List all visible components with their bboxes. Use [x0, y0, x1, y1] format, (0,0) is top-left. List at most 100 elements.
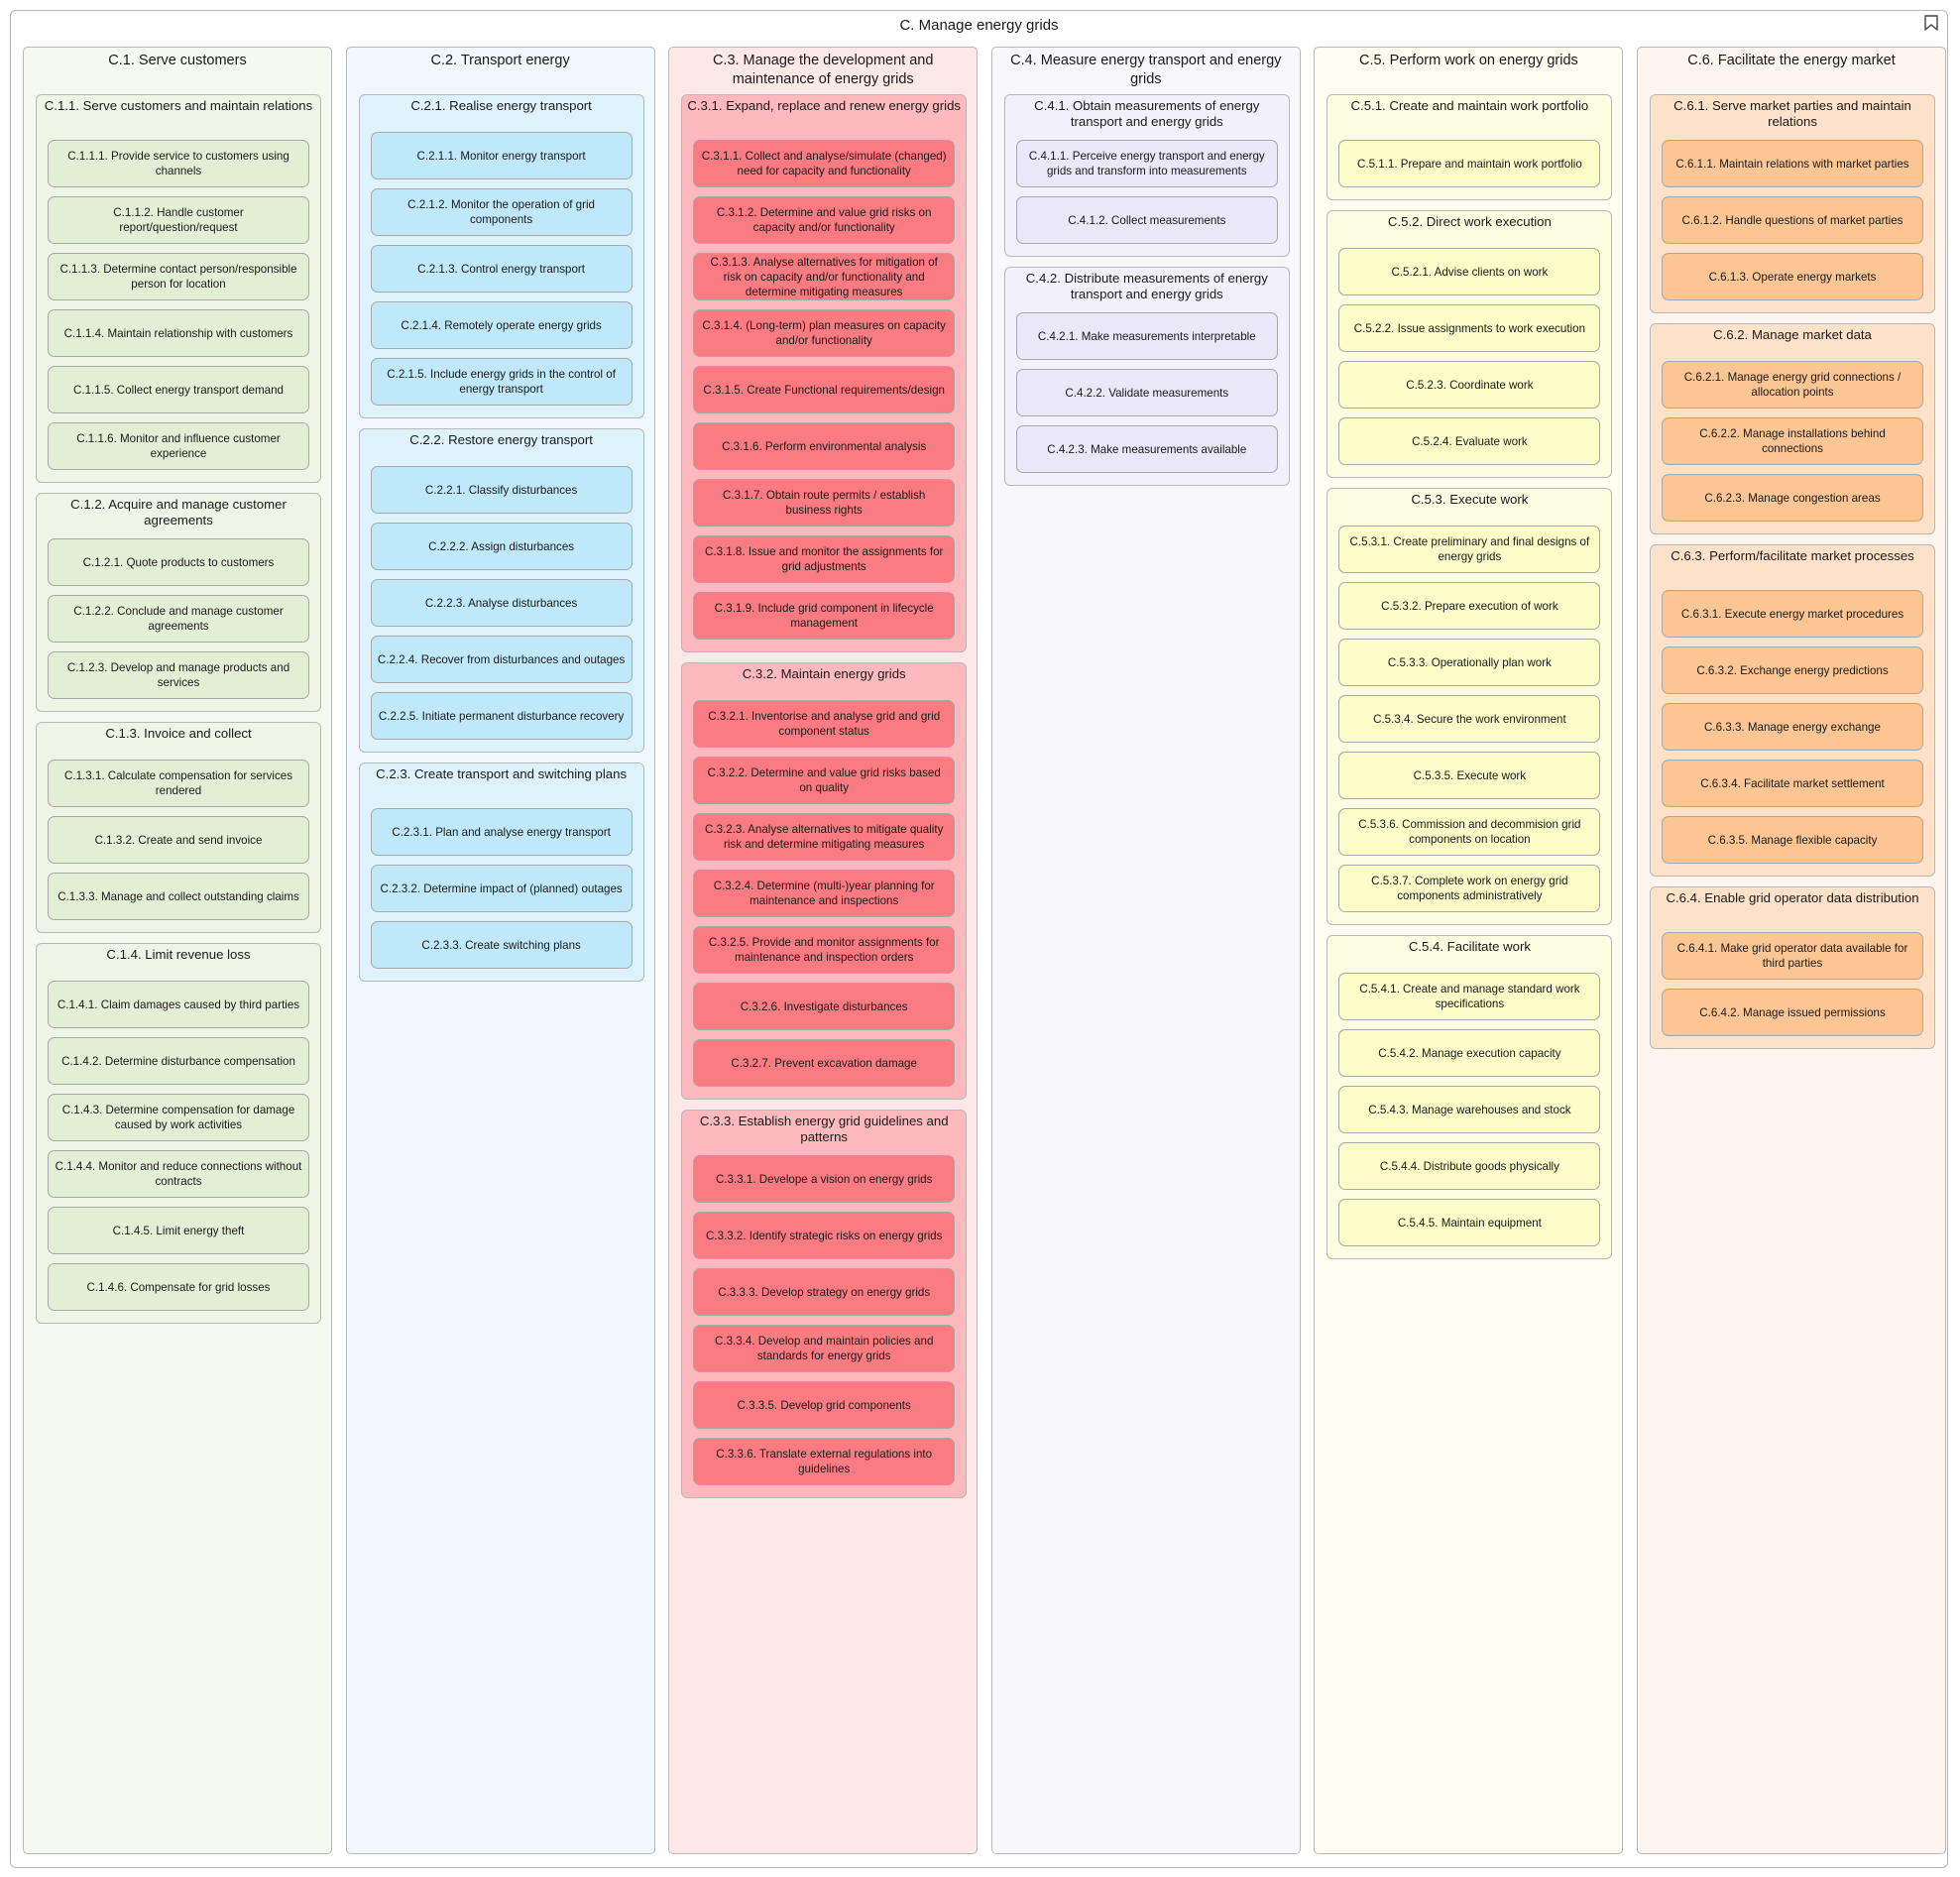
capability-box[interactable]: C.2.1.3. Control energy transport — [370, 245, 633, 293]
group-title: C.5.4. Facilitate work — [1408, 939, 1531, 954]
capability-box[interactable]: C.3.1.9. Include grid component in lifec… — [693, 592, 956, 640]
capability-box[interactable]: C.3.1.5. Create Functional requirements/… — [693, 366, 956, 413]
capability-box[interactable]: C.6.3.2. Exchange energy predictions — [1662, 646, 1923, 694]
capability-box[interactable]: C.3.3.4. Develop and maintain policies a… — [693, 1325, 956, 1372]
capability-box[interactable]: C.2.1.5. Include energy grids in the con… — [370, 358, 633, 406]
capability-box[interactable]: C.4.2.3. Make measurements available — [1015, 425, 1278, 473]
capability-box[interactable]: C.4.1.2. Collect measurements — [1015, 196, 1278, 244]
capability-box[interactable]: C.1.4.5. Limit energy theft — [48, 1207, 309, 1254]
capability-box[interactable]: C.5.4.3. Manage warehouses and stock — [1338, 1086, 1601, 1133]
capability-box[interactable]: C.5.3.6. Commission and decommision grid… — [1338, 808, 1601, 856]
capability-box[interactable]: C.3.1.2. Determine and value grid risks … — [693, 196, 956, 244]
capability-box[interactable]: C.3.2.5. Provide and monitor assignments… — [693, 926, 956, 974]
capability-box[interactable]: C.6.1.3. Operate energy markets — [1662, 253, 1923, 300]
capability-box[interactable]: C.1.1.3. Determine contact person/respon… — [48, 253, 309, 300]
capability-box[interactable]: C.2.2.3. Analyse disturbances — [370, 579, 633, 627]
capability-box[interactable]: C.1.3.2. Create and send invoice — [48, 816, 309, 864]
capability-box[interactable]: C.2.3.1. Plan and analyse energy transpo… — [370, 808, 633, 856]
capability-box[interactable]: C.1.1.5. Collect energy transport demand — [48, 366, 309, 413]
capability-box[interactable]: C.1.3.1. Calculate compensation for serv… — [48, 760, 309, 807]
capability-box[interactable]: C.6.1.2. Handle questions of market part… — [1662, 196, 1923, 244]
capability-box[interactable]: C.5.4.1. Create and manage standard work… — [1338, 973, 1601, 1020]
group-c6-4: C.6.4. Enable grid operator data distrib… — [1650, 886, 1935, 1049]
diagram-title: C. Manage energy grids — [899, 17, 1059, 34]
capability-box[interactable]: C.3.1.1. Collect and analyse/simulate (c… — [693, 140, 956, 187]
capability-box[interactable]: C.6.2.1. Manage energy grid connections … — [1662, 361, 1923, 409]
diagram-frame: C. Manage energy grids C.1. Serve custom… — [10, 10, 1948, 1868]
capability-box[interactable]: C.3.2.7. Prevent excavation damage — [693, 1039, 956, 1087]
capability-box[interactable]: C.1.2.2. Conclude and manage customer ag… — [48, 595, 309, 643]
capability-box[interactable]: C.1.4.6. Compensate for grid losses — [48, 1263, 309, 1311]
capability-box[interactable]: C.4.1.1. Perceive energy transport and e… — [1015, 140, 1278, 187]
capability-box[interactable]: C.6.3.4. Facilitate market settlement — [1662, 760, 1923, 807]
capability-box[interactable]: C.2.1.2. Monitor the operation of grid c… — [370, 188, 633, 236]
capability-box[interactable]: C.6.4.2. Manage issued permissions — [1662, 989, 1923, 1036]
capability-box[interactable]: C.2.2.4. Recover from disturbances and o… — [370, 636, 633, 683]
capability-box[interactable]: C.5.3.3. Operationally plan work — [1338, 639, 1601, 686]
capability-box[interactable]: C.5.2.4. Evaluate work — [1338, 417, 1601, 465]
capability-box[interactable]: C.3.3.1. Develope a vision on energy gri… — [693, 1155, 956, 1203]
capability-box[interactable]: C.1.3.3. Manage and collect outstanding … — [48, 873, 309, 920]
capability-box[interactable]: C.1.1.4. Maintain relationship with cust… — [48, 309, 309, 357]
capability-box[interactable]: C.5.2.1. Advise clients on work — [1338, 248, 1601, 295]
capability-box[interactable]: C.3.2.6. Investigate disturbances — [693, 983, 956, 1030]
capability-box[interactable]: C.3.3.2. Identify strategic risks on ene… — [693, 1212, 956, 1259]
capability-box[interactable]: C.6.2.3. Manage congestion areas — [1662, 474, 1923, 522]
capability-box[interactable]: C.3.1.4. (Long-term) plan measures on ca… — [693, 309, 956, 357]
capability-box[interactable]: C.2.2.2. Assign disturbances — [370, 523, 633, 570]
capability-box[interactable]: C.6.4.1. Make grid operator data availab… — [1662, 932, 1923, 980]
capability-box[interactable]: C.5.1.1. Prepare and maintain work portf… — [1338, 140, 1601, 187]
capability-box[interactable]: C.1.4.1. Claim damages caused by third p… — [48, 981, 309, 1028]
capability-box[interactable]: C.2.1.4. Remotely operate energy grids — [370, 301, 633, 349]
capability-box[interactable]: C.1.4.2. Determine disturbance compensat… — [48, 1037, 309, 1085]
capability-box[interactable]: C.5.3.4. Secure the work environment — [1338, 695, 1601, 743]
capability-box[interactable]: C.3.3.5. Develop grid components — [693, 1381, 956, 1429]
capability-box[interactable]: C.5.4.5. Maintain equipment — [1338, 1199, 1601, 1246]
group-title: C.1.2. Acquire and manage customer agree… — [70, 497, 287, 528]
capability-box[interactable]: C.3.2.2. Determine and value grid risks … — [693, 757, 956, 804]
capability-box[interactable]: C.6.2.2. Manage installations behind con… — [1662, 417, 1923, 465]
capability-box[interactable]: C.5.3.1. Create preliminary and final de… — [1338, 526, 1601, 573]
capability-box[interactable]: C.3.1.6. Perform environmental analysis — [693, 422, 956, 470]
capability-box[interactable]: C.4.2.2. Validate measurements — [1015, 369, 1278, 416]
capability-box[interactable]: C.1.1.6. Monitor and influence customer … — [48, 422, 309, 470]
capability-box[interactable]: C.5.2.2. Issue assignments to work execu… — [1338, 304, 1601, 352]
capability-box[interactable]: C.5.4.4. Distribute goods physically — [1338, 1142, 1601, 1190]
capability-box[interactable]: C.2.3.3. Create switching plans — [370, 921, 633, 969]
capability-box[interactable]: C.3.2.1. Inventorise and analyse grid an… — [693, 700, 956, 748]
capability-box[interactable]: C.4.2.1. Make measurements interpretable — [1015, 312, 1278, 360]
capability-box[interactable]: C.6.3.3. Manage energy exchange — [1662, 703, 1923, 751]
capability-box[interactable]: C.3.1.3. Analyse alternatives for mitiga… — [693, 253, 956, 300]
capability-box[interactable]: C.2.2.5. Initiate permanent disturbance … — [370, 692, 633, 740]
capability-box[interactable]: C.6.3.5. Manage flexible capacity — [1662, 816, 1923, 864]
capability-box[interactable]: C.2.2.1. Classify disturbances — [370, 466, 633, 514]
group-c4-1: C.4.1. Obtain measurements of energy tra… — [1003, 94, 1290, 257]
capability-box[interactable]: C.2.3.2. Determine impact of (planned) o… — [370, 865, 633, 912]
capability-box[interactable]: C.5.2.3. Coordinate work — [1338, 361, 1601, 409]
capability-box[interactable]: C.1.4.3. Determine compensation for dama… — [48, 1094, 309, 1141]
capability-box[interactable]: C.2.1.1. Monitor energy transport — [370, 132, 633, 179]
capability-box[interactable]: C.3.2.3. Analyse alternatives to mitigat… — [693, 813, 956, 861]
capability-box[interactable]: C.1.1.2. Handle customer report/question… — [48, 196, 309, 244]
capability-box[interactable]: C.3.1.8. Issue and monitor the assignmen… — [693, 535, 956, 583]
bookmark-icon[interactable] — [1923, 14, 1939, 32]
capability-box[interactable]: C.6.3.1. Execute energy market procedure… — [1662, 590, 1923, 638]
capability-box[interactable]: C.1.1.1. Provide service to customers us… — [48, 140, 309, 187]
capability-box[interactable]: C.6.1.1. Maintain relations with market … — [1662, 140, 1923, 187]
capability-box[interactable]: C.1.4.4. Monitor and reduce connections … — [48, 1150, 309, 1198]
capability-box[interactable]: C.5.4.2. Manage execution capacity — [1338, 1029, 1601, 1077]
group-c5-1: C.5.1. Create and maintain work portfoli… — [1326, 94, 1613, 200]
capability-box[interactable]: C.5.3.5. Execute work — [1338, 752, 1601, 799]
capability-box[interactable]: C.3.1.7. Obtain route permits / establis… — [693, 479, 956, 527]
capability-box[interactable]: C.1.2.3. Develop and manage products and… — [48, 651, 309, 699]
group-title: C.4.2. Distribute measurements of energy… — [1025, 271, 1268, 301]
capability-box[interactable]: C.3.3.3. Develop strategy on energy grid… — [693, 1268, 956, 1316]
capability-box[interactable]: C.3.3.6. Translate external regulations … — [693, 1438, 956, 1485]
capability-box[interactable]: C.5.3.7. Complete work on energy grid co… — [1338, 865, 1601, 912]
capability-box[interactable]: C.1.2.1. Quote products to customers — [48, 538, 309, 586]
capability-box[interactable]: C.5.3.2. Prepare execution of work — [1338, 582, 1601, 630]
capability-box[interactable]: C.3.2.4. Determine (multi-)year planning… — [693, 870, 956, 917]
